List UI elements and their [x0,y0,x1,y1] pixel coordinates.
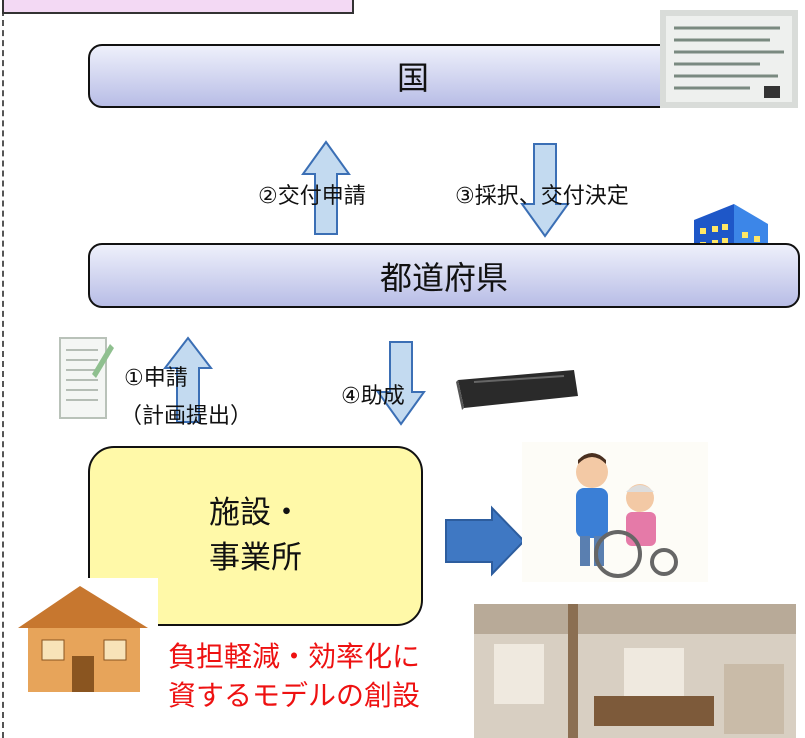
house-icon [8,578,158,696]
facility-label-line1: 施設・ [209,495,302,532]
application-form-icon [59,337,114,419]
up-arrow-step1 [162,336,214,423]
document-photo-icon [660,10,798,108]
big-right-arrow [445,505,526,577]
prefecture-label: 都道府県 [379,258,508,297]
down-arrow-step3 [520,143,570,238]
left-dashed-border [2,0,4,738]
caregiver-wheelchair-icon [522,442,708,582]
prefecture-band: 都道府県 [88,243,800,308]
step1-sublabel: （計画提出） [120,404,253,429]
down-arrow-step4 [376,341,426,426]
room-interior-icon [474,604,796,738]
facility-label-line2: 事業所 [209,540,302,576]
money-bundle-icon [456,370,578,410]
outcome-line2: 資するモデルの創設 [168,678,421,712]
step4-label: ④助成 [341,384,405,409]
outcome-line1: 負担軽減・効率化に [168,640,421,673]
outcome-text: 負担軽減・効率化に 資するモデルの創設 [168,638,420,715]
step3-label: ③採択、交付決定 [455,184,629,209]
step1-label: ①申請 [124,366,188,391]
step2-label: ②交付申請 [258,184,366,209]
national-label: 国 [396,59,429,97]
top-title-box [2,0,354,14]
national-band: 国 [88,44,738,108]
up-arrow-step2 [301,140,351,235]
